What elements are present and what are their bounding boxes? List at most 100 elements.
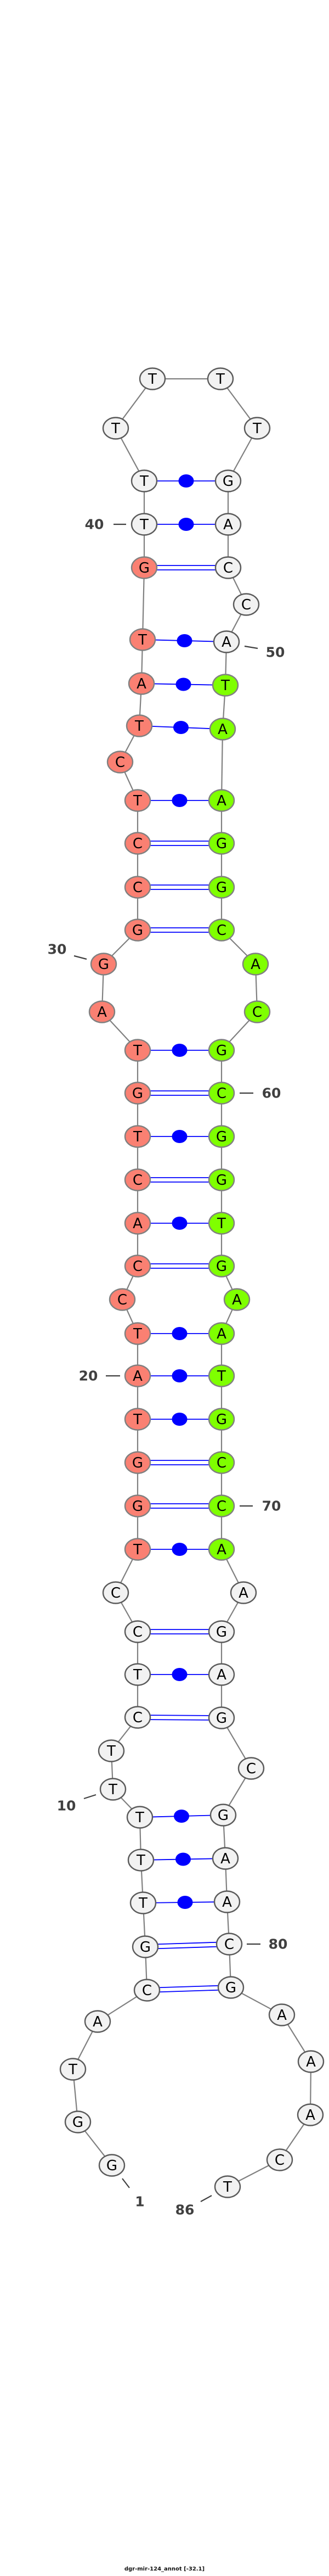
nucleotide-21: T <box>124 1322 151 1345</box>
nucleotide-letter: C <box>241 597 251 613</box>
nucleotide-letter: C <box>224 1936 234 1953</box>
nucleotide-letter: A <box>218 721 228 738</box>
nucleotide-letter: A <box>217 1667 226 1683</box>
pair-dot-icon <box>172 1217 188 1230</box>
nucleotide-83: A <box>297 2050 325 2073</box>
nucleotide-76: C <box>237 1757 265 1780</box>
position-label-40: 40 <box>85 517 126 533</box>
position-label-30: 30 <box>48 942 87 960</box>
nucleotide-85: C <box>266 2148 293 2171</box>
nucleotide-letter: G <box>98 956 109 973</box>
nucleotide-letter: G <box>218 1807 229 1824</box>
nucleotide-circle <box>243 417 271 440</box>
nucleotide-circle <box>124 1322 151 1345</box>
label-number: 80 <box>269 1936 288 1952</box>
nucleotide-letter: G <box>106 2158 117 2174</box>
nucleotide-letter: A <box>251 956 260 973</box>
nucleotide-circle <box>208 1494 235 1517</box>
nucleotide-81: G <box>217 1976 245 1999</box>
pair-dot-icon <box>178 518 194 531</box>
nucleotide-circle <box>124 1255 151 1278</box>
nucleotide-letter: T <box>139 517 149 533</box>
nucleotide-circle <box>128 672 155 695</box>
nucleotide-circle <box>64 2110 92 2133</box>
nucleotide-letter: A <box>305 2107 315 2124</box>
base-pair <box>150 1629 209 1634</box>
nucleotide-circle <box>242 953 269 976</box>
nucleotide-circle <box>124 1494 151 1517</box>
nucleotide-circle <box>124 919 151 942</box>
nucleotide-circle <box>223 1288 251 1311</box>
nucleotide-circle <box>88 1000 116 1023</box>
nucleotide-47: A <box>214 513 242 536</box>
nucleotide-circle <box>208 789 235 812</box>
base-pair <box>150 794 209 807</box>
nucleotide-37: A <box>128 672 155 695</box>
nucleotide-letter: T <box>133 1542 142 1558</box>
nucleotide-letter: T <box>223 2179 232 2196</box>
nucleotide-circle <box>208 1538 235 1561</box>
nucleotide-circle <box>124 1168 151 1191</box>
nucleotide-77: G <box>209 1804 237 1827</box>
backbone-segment <box>220 729 224 801</box>
nucleotide-letter: C <box>117 1292 127 1308</box>
nucleotide-38: T <box>129 628 156 651</box>
nucleotide-circle <box>126 1806 154 1829</box>
nucleotide-letter: A <box>93 2014 103 2030</box>
nucleotide-letter: G <box>132 1498 143 1515</box>
base-pair <box>150 1130 209 1143</box>
nucleotide-74: A <box>208 1663 235 1686</box>
nucleotide-circle <box>127 1849 155 1872</box>
nucleotide-63: T <box>208 1212 235 1235</box>
nucleotide-circle <box>214 2175 241 2198</box>
base-pair <box>150 1503 209 1509</box>
base-pair <box>157 1941 218 1950</box>
nucleotide-letter: T <box>220 677 230 694</box>
nucleotide-42: T <box>102 417 129 440</box>
nucleotide-72: A <box>230 1581 257 1604</box>
nucleotide-circle <box>237 1757 265 1780</box>
nucleotide-39: G <box>131 556 158 579</box>
label-number: 70 <box>262 1498 281 1514</box>
nucleotide-circle <box>132 1935 159 1958</box>
pair-dot-icon <box>172 1413 188 1426</box>
nucleotide-10: T <box>99 1778 127 1801</box>
pair-bond-line <box>159 1989 219 1993</box>
nucleotide-letter: G <box>216 1043 227 1059</box>
nucleotide-letter: T <box>133 1129 142 1145</box>
nucleotide-48: C <box>214 556 242 579</box>
nucleotide-circle <box>99 1778 127 1801</box>
pair-dot-icon <box>174 1810 189 1823</box>
nucleotide-circle <box>208 1039 235 1062</box>
nucleotide-18: G <box>124 1451 151 1474</box>
nucleotide-letter: A <box>133 1216 143 1232</box>
base-pair <box>150 1327 209 1340</box>
nucleotide-46: G <box>214 469 242 492</box>
pair-dot-icon <box>172 794 188 807</box>
nucleotide-letter: G <box>225 1980 236 1996</box>
position-label-50: 50 <box>244 645 285 660</box>
base-pair <box>149 1715 210 1721</box>
nucleotide-letter: C <box>217 922 226 939</box>
nucleotide-59: G <box>208 1039 235 1062</box>
base-pair <box>150 884 209 890</box>
nucleotide-circle <box>230 1581 257 1604</box>
nucleotide-letter: C <box>252 1004 262 1021</box>
base-pair <box>150 1090 209 1096</box>
nucleotide-circle <box>212 674 239 697</box>
nucleotide-letter: A <box>217 793 226 809</box>
base-pair <box>154 634 215 647</box>
nucleotide-circle <box>209 1804 237 1827</box>
nucleotide-letter: C <box>133 880 143 896</box>
nucleotide-29: A <box>88 1000 116 1023</box>
nucleotide-letter: G <box>216 836 227 852</box>
nucleotide-circle <box>208 1364 235 1387</box>
nucleotide-circle <box>139 367 166 390</box>
nucleotide-circle <box>129 628 156 651</box>
nucleotide-circle <box>214 556 242 579</box>
base-pair <box>150 1177 209 1183</box>
nucleotide-35: C <box>106 751 134 774</box>
nucleotide-circle <box>213 1890 241 1913</box>
nucleotide-circle <box>124 1538 151 1561</box>
nucleotide-56: C <box>208 919 235 942</box>
